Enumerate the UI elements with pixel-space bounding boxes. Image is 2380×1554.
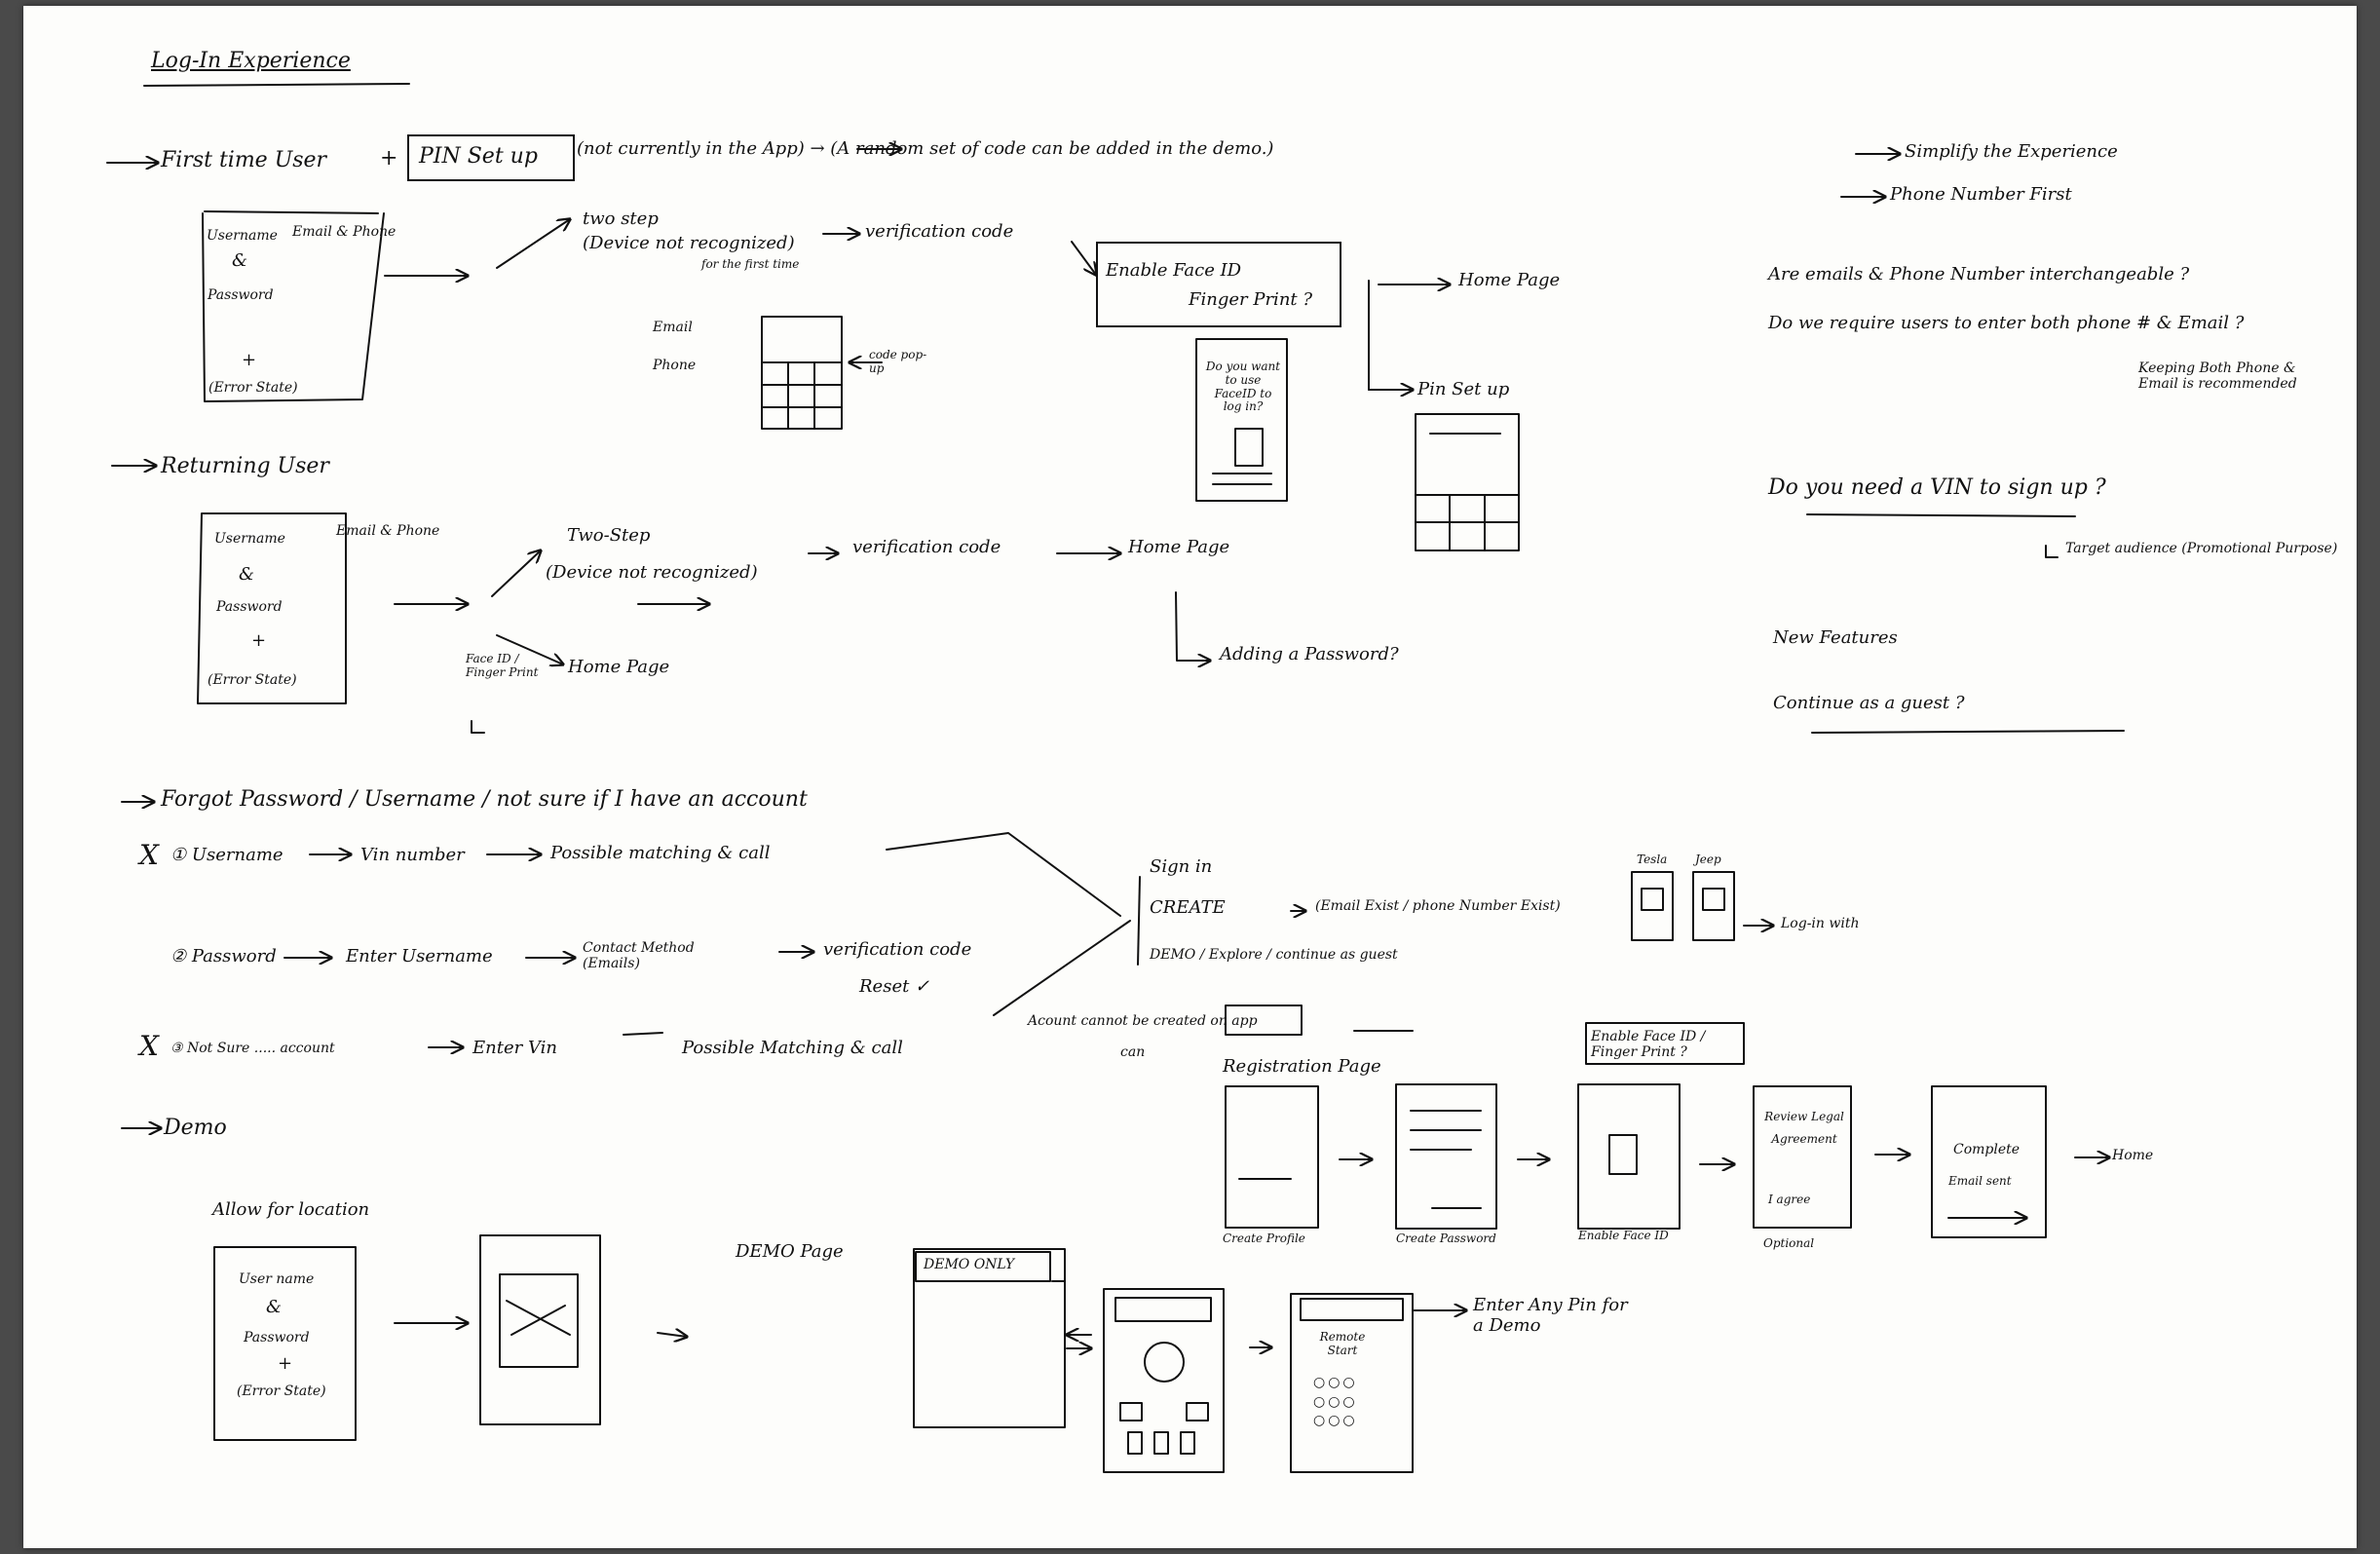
reg-screen-enable-face-id: Enable Face ID [1578, 1229, 1669, 1242]
note-continue-guest: Continue as a guest ? [1773, 693, 1965, 713]
demo-label: Demo [164, 1116, 227, 1140]
reg-home: Home [2112, 1148, 2154, 1163]
note-q1: Are emails & Phone Number interchangeabl… [1768, 264, 2190, 284]
x-mark-1: X [139, 839, 159, 871]
ft-card-note: Email & Phone [292, 224, 397, 240]
returning-user-label: Returning User [161, 454, 329, 478]
face-id-box [1096, 242, 1341, 327]
ru-home-page: Home Page [1128, 537, 1230, 557]
note-phone-first: Phone Number First [1890, 184, 2072, 205]
reg-i-agree: I agree [1768, 1193, 1811, 1206]
phone-option: Phone [653, 358, 697, 373]
reg-screen-create-password: Create Password [1396, 1232, 1496, 1245]
ft-card-line-1: Username [207, 228, 278, 244]
ru-card-line-4: + [251, 630, 267, 651]
option-create: CREATE [1150, 897, 1226, 918]
forgot-password: ② Password [170, 946, 277, 967]
first-time-user-label: First time User [161, 148, 327, 172]
login-with-label: Log-in with [1781, 916, 1860, 931]
sketch-sheet [23, 6, 2357, 1548]
note-new-features: New Features [1773, 627, 1898, 648]
forgot-enter-username: Enter Username [346, 946, 493, 967]
demo-page-label: DEMO Page [736, 1241, 844, 1262]
remote-keypad: ○○○ ○○○ ○○○ [1313, 1375, 1358, 1429]
demo-card-line-3: Password [244, 1330, 310, 1346]
ft-home-page: Home Page [1458, 270, 1561, 290]
forgot-possible-matching-2: Possible Matching & call [682, 1038, 903, 1058]
forgot-verification-code: verification code [823, 939, 972, 960]
demo-card-line-1: User name [239, 1271, 315, 1287]
ft-verification-code: verification code [865, 221, 1014, 242]
face-id-prompt: Do you want to use FaceID to log in? [1205, 360, 1281, 414]
create-note: (Email Exist / phone Number Exist) [1315, 898, 1561, 914]
note-q2: Do we require users to enter both phone … [1768, 313, 2245, 333]
can-label: can [1120, 1044, 1146, 1060]
demo-card-line-2: & [266, 1297, 283, 1317]
first-time-note: (not currently in the App) → (A random s… [577, 138, 1274, 159]
forgot-username: ① Username [170, 845, 283, 865]
enable-face-id-label: Enable Face ID [1106, 260, 1242, 281]
demo-card-line-5: (Error State) [237, 1383, 326, 1399]
forgot-vin-number: Vin number [360, 845, 465, 865]
cannot-create-note: Acount cannot be created on app [1028, 1013, 1258, 1029]
code-popup-label: code pop-up [869, 348, 927, 375]
reg-screen-optional: Optional [1763, 1236, 1815, 1250]
ru-card-note: Email & Phone [336, 523, 440, 539]
forgot-possible-matching: Possible matching & call [550, 843, 771, 863]
allow-location-label: Allow for location [212, 1199, 370, 1220]
option-demo: DEMO / Explore / continue as guest [1150, 947, 1398, 963]
ru-device-not-recognized: (Device not recognized) [546, 562, 758, 583]
enter-pin-label: Enter Any Pin for a Demo [1473, 1295, 1628, 1336]
brand-tesla: Tesla [1637, 853, 1668, 866]
email-option: Email [653, 320, 693, 335]
ft-device-not-recognized: (Device not recognized) [583, 233, 795, 253]
finger-print-label: Finger Print ? [1189, 289, 1313, 310]
option-sign-in: Sign in [1150, 856, 1213, 877]
ru-two-step: Two-Step [567, 525, 651, 546]
forgot-reset: Reset ✓ [859, 976, 930, 997]
plus-sign: + [380, 146, 398, 171]
pin-setup-box [407, 134, 575, 181]
ft-card-line-4: + [242, 350, 257, 370]
registration-page-label: Registration Page [1223, 1056, 1381, 1077]
forgot-label: Forgot Password / Username / not sure if… [161, 787, 808, 812]
forgot-not-sure: ③ Not Sure ..... account [170, 1041, 335, 1056]
forgot-contact-method: Contact Method (Emails) [583, 940, 695, 972]
ru-card-line-5: (Error State) [208, 672, 297, 688]
reg-complete: Complete [1953, 1142, 2021, 1157]
ft-for-first-time: for the first time [701, 257, 800, 271]
reg-enable-face-id: Enable Face ID / Finger Print ? [1591, 1029, 1706, 1061]
ft-card-line-2: & [232, 250, 248, 271]
ft-card-line-5: (Error State) [208, 380, 298, 396]
demo-card-line-4: + [278, 1353, 293, 1374]
ru-face-id: Face ID / Finger Print [466, 652, 539, 679]
note-keeping-both: Keeping Both Phone & Email is recommende… [2138, 360, 2297, 393]
ru-card-line-2: & [239, 564, 255, 585]
reg-review-legal: Review Legal Agreement [1764, 1110, 1844, 1146]
demo-only-label: DEMO ONLY [924, 1257, 1015, 1272]
ru-verification-code: verification code [852, 537, 1001, 557]
note-q3: Do you need a VIN to sign up ? [1768, 475, 2106, 500]
page-title: Log-In Experience [151, 49, 351, 73]
ft-pin-set-up: Pin Set up [1417, 379, 1510, 399]
reg-screen-create-profile: Create Profile [1223, 1232, 1305, 1245]
ru-card-line-1: Username [214, 531, 285, 547]
ru-card-line-3: Password [216, 599, 283, 615]
ft-card-line-3: Password [208, 287, 274, 303]
ft-two-step: two step [583, 208, 659, 229]
ru-home-page-2: Home Page [568, 657, 670, 677]
brand-jeep: Jeep [1695, 853, 1721, 866]
reg-email-sent: Email sent [1948, 1174, 2012, 1188]
x-mark-2: X [139, 1030, 159, 1062]
forgot-enter-vin: Enter Vin [472, 1038, 557, 1058]
remote-start-label: Remote Start [1319, 1330, 1366, 1357]
note-simplify: Simplify the Experience [1905, 141, 2118, 162]
pin-setup-label: PIN Set up [419, 144, 538, 169]
adding-password-label: Adding a Password? [1220, 644, 1399, 664]
note-target: Target audience (Promotional Purpose) [2065, 541, 2338, 556]
